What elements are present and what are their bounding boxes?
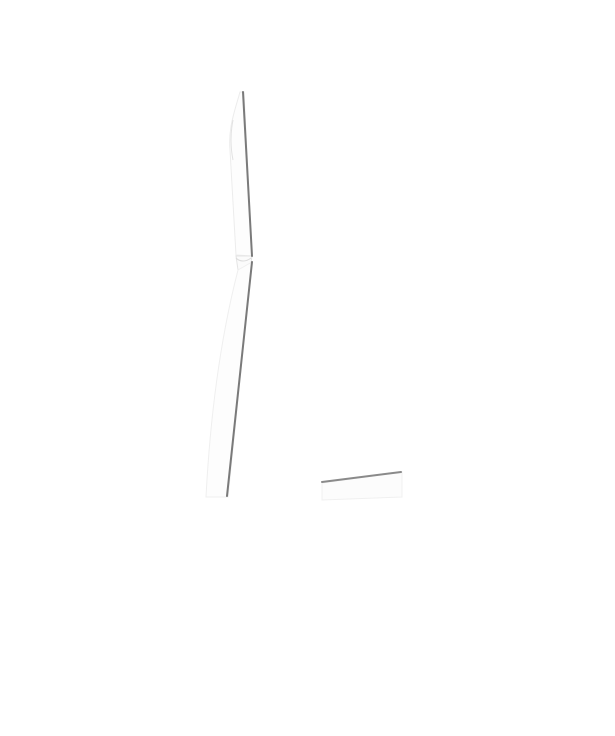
upper-vertical-line xyxy=(242,91,253,257)
lower-vertical-line xyxy=(226,261,253,497)
lower-panel-shape xyxy=(205,261,253,498)
horizontal-foot-line xyxy=(321,471,402,483)
